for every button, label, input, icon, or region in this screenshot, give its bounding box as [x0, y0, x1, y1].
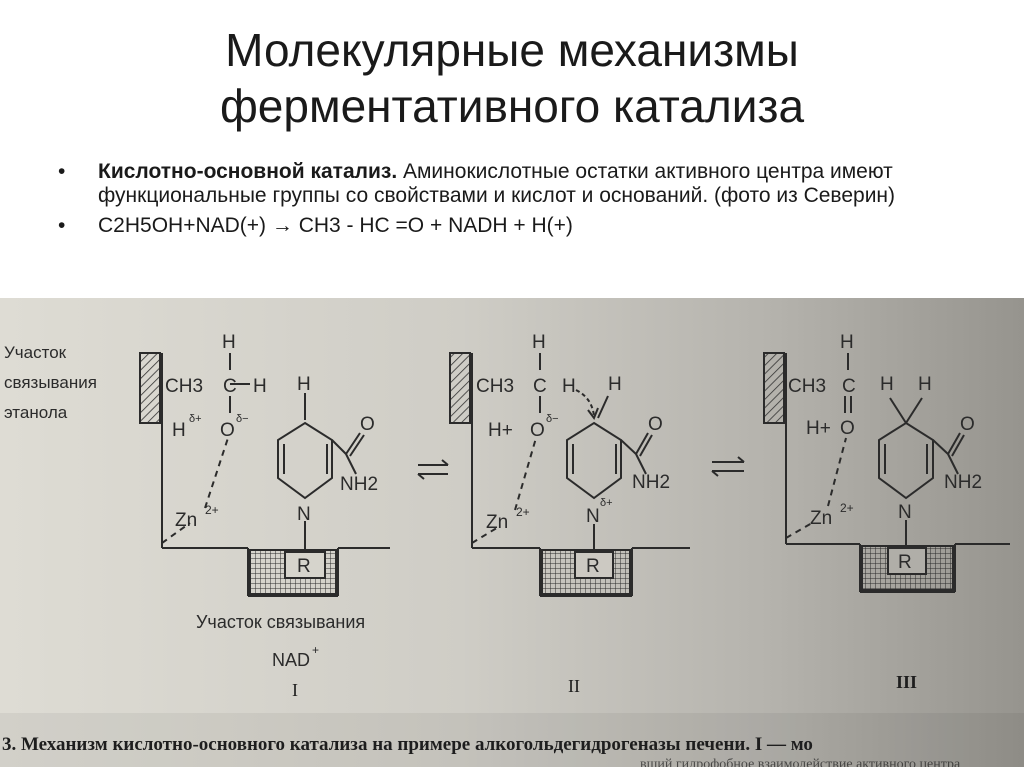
nad-label: NAD	[272, 650, 310, 670]
p2-h-plus: H+	[488, 420, 513, 441]
panel-3	[763, 352, 1010, 593]
site-label-1: Участок	[4, 343, 67, 362]
bullet-list: • Кислотно-основной катализ. Аминокислот…	[58, 160, 978, 244]
p3-zn: Zn	[810, 508, 832, 529]
p2-h-top: H	[532, 332, 546, 353]
p1-h-right: H	[253, 376, 267, 397]
bullet-dot: •	[58, 160, 66, 183]
bullet-dot: •	[58, 214, 66, 237]
p2-carbonyl-o: O	[648, 414, 663, 435]
p1-delta-plus: δ+	[189, 413, 202, 425]
nad-site-label: Участок связывания	[196, 612, 365, 632]
p3-zn-charge: 2+	[840, 501, 854, 515]
p2-o: O	[530, 420, 545, 441]
p1-ring-h: H	[297, 374, 311, 395]
p2-ring-h: H	[608, 374, 622, 395]
p1-h-bottom: H	[172, 420, 186, 441]
title-line-2: ферментативного катализа	[219, 80, 805, 132]
p1-r: R	[297, 556, 311, 577]
p2-nh2: NH2	[632, 472, 670, 493]
bullet-item-acid-base: • Кислотно-основной катализ. Аминокислот…	[58, 160, 978, 208]
p1-carbonyl-o: O	[360, 414, 375, 435]
panel-label-2: II	[568, 676, 580, 696]
slide-title: Молекулярные механизмы ферментативного к…	[0, 22, 1024, 134]
bullet-item-reaction: • C2H5OH+NAD(+) → CH3 - HC =O + NADH + H…	[58, 214, 978, 238]
mechanism-figure: Участок связывания этанола H CH3 C H H	[0, 298, 1024, 767]
equilibrium-arrows	[417, 456, 745, 480]
figure-caption: 3. Механизм кислотно-основного катализа …	[2, 734, 813, 755]
p2-zn-charge: 2+	[516, 505, 530, 519]
panel-label-1: I	[292, 680, 298, 700]
site-label-3: этанола	[4, 403, 68, 422]
p2-c: C	[533, 376, 547, 397]
p2-r: R	[586, 556, 600, 577]
p1-o: O	[220, 420, 235, 441]
bullet-bold-term: Кислотно-основной катализ.	[98, 160, 398, 183]
textbook-photo: Участок связывания этанола H CH3 C H H	[0, 298, 1024, 767]
p1-h-top: H	[222, 332, 236, 353]
figure-caption-line2: вший гидрофобное взаимодействие активног…	[640, 757, 961, 767]
p2-zn: Zn	[486, 512, 508, 533]
panel-1	[139, 352, 390, 597]
p3-r: R	[898, 552, 912, 573]
panel-label-3: III	[896, 672, 917, 692]
p3-c: C	[842, 376, 856, 397]
p3-nh2: NH2	[944, 472, 982, 493]
p3-h-plus: H+	[806, 418, 831, 439]
p1-zn-charge: 2+	[205, 503, 219, 517]
p3-ch3: CH3	[788, 376, 826, 397]
p2-delta-plus: δ+	[600, 497, 613, 509]
p1-nh2: NH2	[340, 474, 378, 495]
p1-delta-minus: δ−	[236, 413, 249, 425]
p1-c: C	[223, 376, 237, 397]
p1-ch3: CH3	[165, 376, 203, 397]
p3-carbonyl-o: O	[960, 414, 975, 435]
title-line-1: Молекулярные механизмы	[225, 24, 799, 76]
paper-background	[0, 298, 1024, 767]
reaction-equation: C2H5OH+NAD(+) → CH3 - HC =O + NADH + H(+…	[98, 214, 573, 237]
nad-superscript: +	[312, 643, 319, 657]
panel-2	[449, 352, 690, 597]
bullet-text: Аминокислотные остатки активного центра …	[98, 160, 896, 207]
site-label-2: связывания	[4, 373, 97, 392]
p3-h-top: H	[840, 332, 854, 353]
p3-o: O	[840, 418, 855, 439]
p1-n: N	[297, 504, 311, 525]
p2-h-right: H	[562, 376, 576, 397]
p2-delta-minus: δ−	[546, 413, 559, 425]
p3-ring-h-right: H	[918, 374, 932, 395]
p2-n: N	[586, 506, 600, 527]
p1-zn: Zn	[175, 510, 197, 531]
p2-ch3: CH3	[476, 376, 514, 397]
p3-ring-h-left: H	[880, 374, 894, 395]
p3-n: N	[898, 502, 912, 523]
